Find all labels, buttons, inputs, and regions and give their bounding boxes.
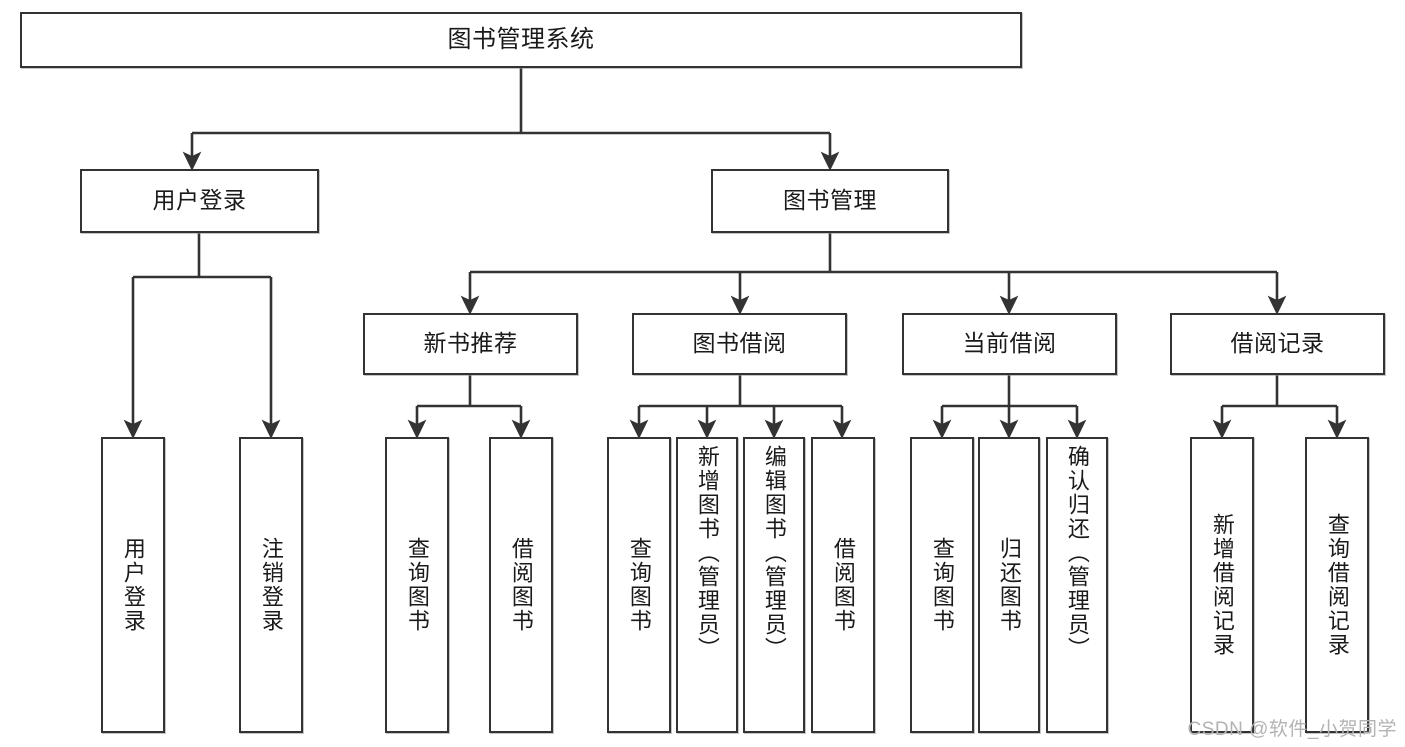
node-root[interactable]: 图书管理系统 bbox=[20, 12, 1022, 68]
node-leaf-user-login[interactable]: 用户登录 bbox=[101, 437, 165, 733]
node-leaf-query-book-3-label: 查询图书 bbox=[929, 537, 955, 633]
node-leaf-add-record-label: 新增借阅记录 bbox=[1209, 513, 1235, 657]
node-leaf-query-book-2[interactable]: 查询图书 bbox=[607, 437, 671, 733]
node-leaf-logout-login-label: 注销登录 bbox=[258, 537, 284, 633]
node-leaf-logout-login[interactable]: 注销登录 bbox=[239, 437, 303, 733]
node-new-book-recommend[interactable]: 新书推荐 bbox=[363, 313, 578, 375]
node-new-book-recommend-label: 新书推荐 bbox=[423, 330, 518, 357]
node-leaf-query-book-2-label: 查询图书 bbox=[626, 537, 652, 633]
node-leaf-confirm-return-label: 确认归还（管理员） bbox=[1064, 445, 1090, 661]
node-current-borrow[interactable]: 当前借阅 bbox=[902, 313, 1117, 375]
node-book-borrow-label: 图书借阅 bbox=[692, 330, 787, 357]
node-leaf-query-record[interactable]: 查询借阅记录 bbox=[1305, 437, 1369, 733]
node-leaf-user-login-label: 用户登录 bbox=[120, 537, 146, 633]
node-leaf-query-book-1[interactable]: 查询图书 bbox=[385, 437, 449, 733]
node-leaf-query-book-3[interactable]: 查询图书 bbox=[910, 437, 974, 733]
node-leaf-borrow-book-1-label: 借阅图书 bbox=[508, 537, 534, 633]
node-borrow-record-label: 借阅记录 bbox=[1230, 330, 1325, 357]
node-borrow-record[interactable]: 借阅记录 bbox=[1170, 313, 1385, 375]
node-leaf-add-book[interactable]: 新增图书（管理员） bbox=[676, 437, 738, 733]
node-book-manage-label: 图书管理 bbox=[783, 187, 877, 214]
csdn-watermark: CSDN @软件_小贺同学 bbox=[1187, 719, 1397, 740]
node-leaf-borrow-book-2-label: 借阅图书 bbox=[830, 537, 856, 633]
node-leaf-borrow-book-2[interactable]: 借阅图书 bbox=[811, 437, 875, 733]
node-leaf-return-book[interactable]: 归还图书 bbox=[978, 437, 1040, 733]
node-user-login-label: 用户登录 bbox=[152, 187, 247, 214]
node-leaf-add-record[interactable]: 新增借阅记录 bbox=[1190, 437, 1254, 733]
node-book-borrow[interactable]: 图书借阅 bbox=[632, 313, 847, 375]
node-current-borrow-label: 当前借阅 bbox=[962, 330, 1057, 357]
node-leaf-edit-book-label: 编辑图书（管理员） bbox=[761, 445, 787, 661]
node-leaf-query-record-label: 查询借阅记录 bbox=[1324, 513, 1350, 657]
node-leaf-add-book-label: 新增图书（管理员） bbox=[694, 445, 720, 661]
node-user-login[interactable]: 用户登录 bbox=[80, 169, 319, 233]
node-root-label: 图书管理系统 bbox=[447, 25, 595, 53]
node-leaf-borrow-book-1[interactable]: 借阅图书 bbox=[489, 437, 553, 733]
node-book-manage[interactable]: 图书管理 bbox=[711, 169, 949, 233]
node-leaf-return-book-label: 归还图书 bbox=[996, 537, 1022, 633]
node-leaf-confirm-return[interactable]: 确认归还（管理员） bbox=[1046, 437, 1108, 733]
node-leaf-query-book-1-label: 查询图书 bbox=[404, 537, 430, 633]
node-leaf-edit-book[interactable]: 编辑图书（管理员） bbox=[743, 437, 805, 733]
